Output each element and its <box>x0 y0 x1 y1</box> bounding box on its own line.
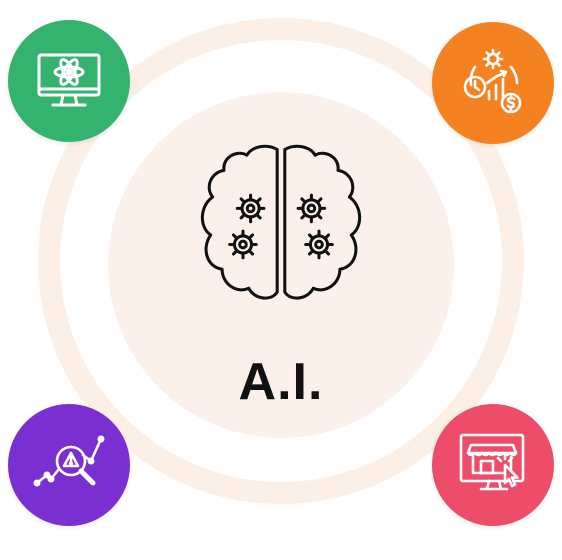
productivity-badge <box>432 22 554 144</box>
analytics-warning-magnifier-icon <box>33 435 105 487</box>
monitor-atom-badge <box>8 20 130 142</box>
online-store-badge <box>432 404 554 526</box>
monitor-atom-icon <box>37 53 101 107</box>
center-label: A.I. <box>238 353 324 411</box>
online-store-click-icon <box>459 433 525 491</box>
brain-gears-icon <box>200 144 362 300</box>
productivity-gear-clock-chart-dollar-icon <box>463 48 522 114</box>
risk-analysis-badge <box>8 404 130 526</box>
center-circle <box>108 92 454 438</box>
